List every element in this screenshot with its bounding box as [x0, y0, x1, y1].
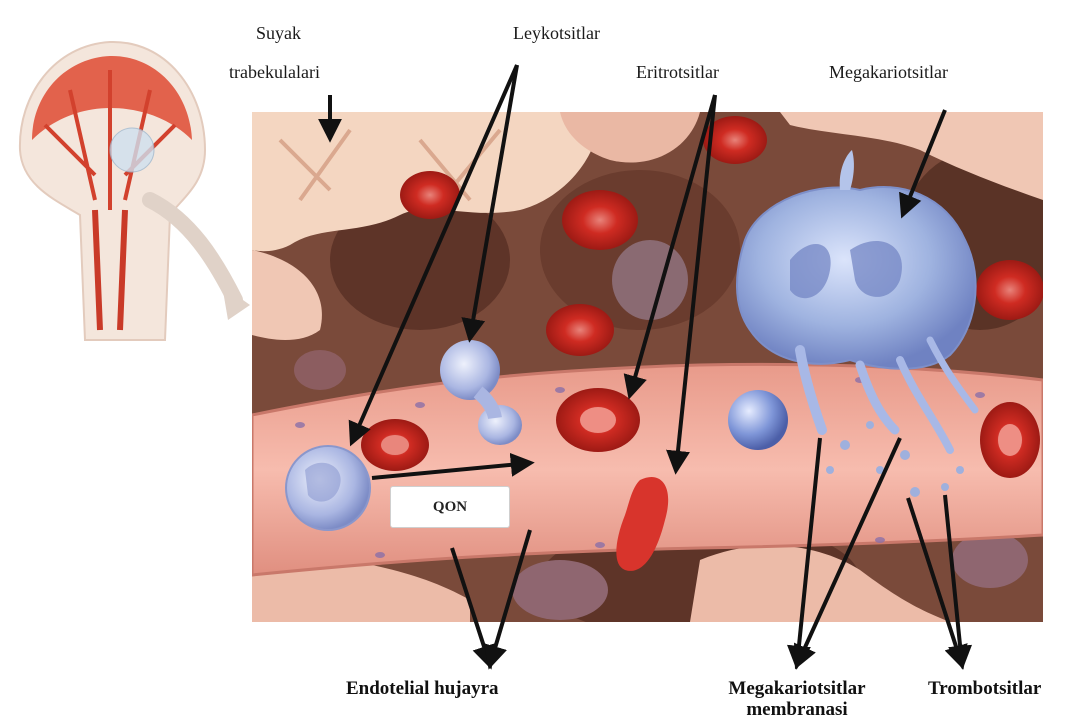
label-trabekulalari: trabekulalari — [229, 63, 320, 81]
label-megakariotsitlar-membranasi-line1: Megakariotsitlar — [728, 679, 865, 698]
label-endotelial-hujayra: Endotelial hujayra — [346, 679, 499, 698]
marrow-panel — [252, 112, 1060, 640]
label-eritrotsitlar: Eritrotsitlar — [636, 63, 719, 81]
bone-illustration — [20, 42, 250, 340]
label-qon: QON — [433, 499, 467, 516]
label-leykotsitlar: Leykotsitlar — [513, 24, 600, 42]
leukocyte-round — [728, 390, 788, 450]
label-megakariotsitlar: Megakariotsitlar — [829, 63, 948, 81]
qon-label-box: QON — [390, 486, 510, 528]
label-megakariotsitlar-membranasi-line2: membranasi — [746, 700, 847, 719]
label-suyak: Suyak — [256, 24, 301, 42]
label-trombotsitlar: Trombotsitlar — [928, 679, 1041, 698]
